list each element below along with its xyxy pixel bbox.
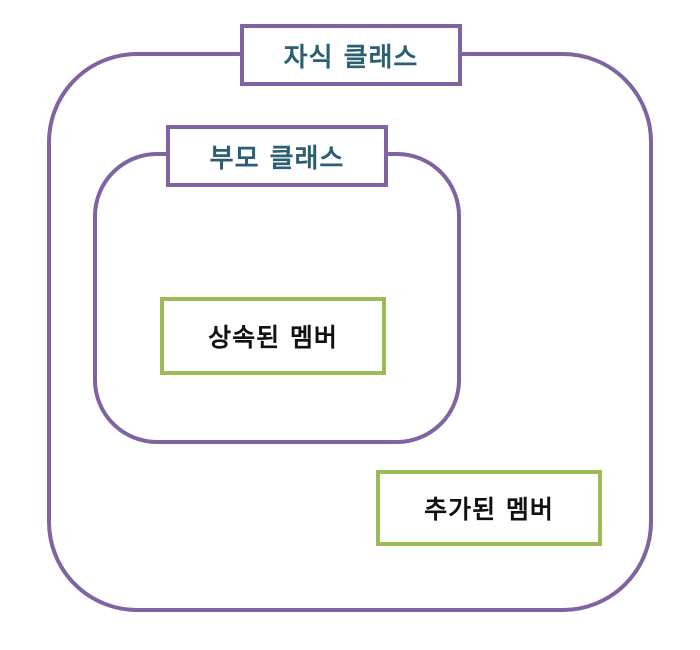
parent-class-title: 부모 클래스 bbox=[166, 125, 388, 187]
added-member-box: 추가된 멤버 bbox=[376, 470, 602, 546]
added-member-label: 추가된 멤버 bbox=[424, 495, 554, 524]
child-class-title: 자식 클래스 bbox=[240, 24, 462, 86]
child-class-title-text: 자식 클래스 bbox=[283, 42, 419, 73]
inherited-member-box: 상속된 멤버 bbox=[160, 297, 386, 375]
parent-class-title-text: 부모 클래스 bbox=[209, 143, 345, 174]
inherited-member-label: 상속된 멤버 bbox=[208, 323, 338, 352]
